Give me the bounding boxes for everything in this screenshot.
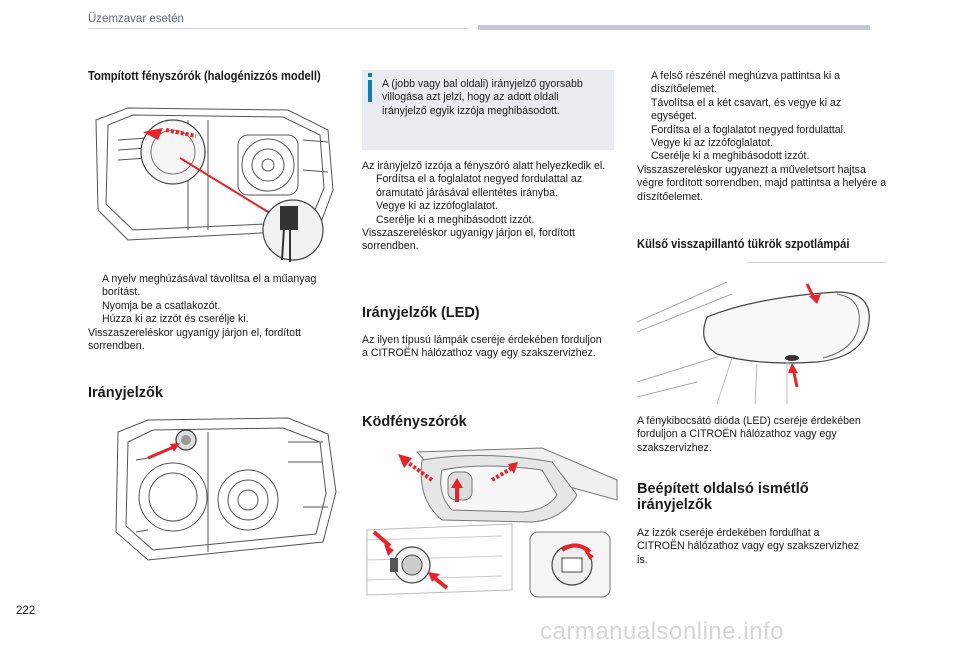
list-item: Húzza ki az izzót és cserélje ki. — [88, 313, 328, 326]
bullet-marker — [637, 137, 651, 150]
reassembly-note: Visszaszereléskor ugyanígy járjon el, fo… — [362, 227, 575, 253]
bullet-marker — [637, 70, 651, 97]
watermark: carmanualsonline.info — [540, 618, 784, 645]
heading-led-indicators: Irányjelzők (LED) — [362, 305, 480, 321]
list-item: A nyelv meghúzásával távolítsa el a műan… — [88, 273, 328, 300]
info-text: A (jobb vagy bal oldali) irányjelző gyor… — [382, 78, 583, 117]
headlamp-indicator-illustration — [115, 417, 337, 561]
header-rule-left — [88, 28, 468, 29]
heading-side-repeaters: Beépített oldalsó ismétlő irányjelzők — [637, 481, 809, 513]
page-number: 222 — [16, 605, 36, 617]
list-item: Fordítsa el a foglalatot negyed fordulat… — [362, 173, 617, 200]
bullet-marker — [88, 300, 102, 313]
reassembly-note: Visszaszereléskor ugyanígy járjon el, fo… — [88, 326, 301, 353]
mirror-text: A fénykibocsátó dióda (LED) cseréje érde… — [637, 415, 861, 454]
info-box: A (jobb vagy bal oldali) irányjelző gyor… — [362, 70, 614, 150]
bullet-marker — [637, 124, 651, 137]
bullet-marker — [362, 214, 376, 227]
mirror-spotlamp-illustration — [637, 262, 887, 404]
heading-low-beam: Tompított fényszórók (halogénizzós model… — [88, 68, 321, 83]
bullet-marker — [637, 150, 651, 163]
side-repeater-text: Az izzók cseréje érdekében fordulhat a C… — [637, 527, 859, 566]
fog-lamp-steps: A felső részénél meghúzva pattintsa ki a… — [637, 70, 887, 204]
headlamp-low-beam-illustration — [95, 107, 334, 262]
info-icon — [368, 73, 372, 102]
indicator-intro: Az irányjelző izzója a fényszóró alatt h… — [362, 160, 606, 172]
section-title: Üzemzavar esetén — [88, 13, 184, 25]
led-text: Az ilyen típusú lámpák cseréje érdekében… — [362, 334, 602, 360]
bullet-marker — [362, 200, 376, 213]
list-item: Fordítsa el a foglalatot negyed fordulat… — [637, 124, 887, 137]
bullet-marker — [637, 97, 651, 124]
bullet-marker — [88, 273, 102, 300]
list-item: A felső részénél meghúzva pattintsa ki a… — [637, 70, 887, 97]
list-item: Cserélje ki a meghibásodott izzót. — [637, 150, 887, 163]
indicator-steps: Az irányjelző izzója a fényszóró alatt h… — [362, 160, 617, 254]
low-beam-steps: A nyelv meghúzásával távolítsa el a műan… — [88, 273, 328, 353]
list-item: Vegye ki az izzófoglalatot. — [637, 137, 887, 150]
list-item: Távolítsa el a két csavart, és vegye ki … — [637, 97, 887, 124]
bullet-marker — [88, 313, 102, 326]
list-item: Nyomja be a csatlakozót. — [88, 300, 328, 313]
heading-mirror-spotlamps: Külső visszapillantó tükrök szpotlámpái — [637, 236, 850, 251]
heading-fog-lamps: Ködfényszórók — [362, 414, 467, 430]
list-item: Cserélje ki a meghibásodott izzót. — [362, 214, 617, 227]
heading-indicators: Irányjelzők — [88, 385, 163, 401]
fog-lamp-illustration — [366, 447, 618, 598]
header-rule-right — [478, 25, 870, 30]
list-item: Vegye ki az izzófoglalatot. — [362, 200, 617, 213]
bullet-marker — [362, 173, 376, 200]
reassembly-note: Visszaszereléskor ugyanezt a műveletsort… — [637, 163, 887, 203]
